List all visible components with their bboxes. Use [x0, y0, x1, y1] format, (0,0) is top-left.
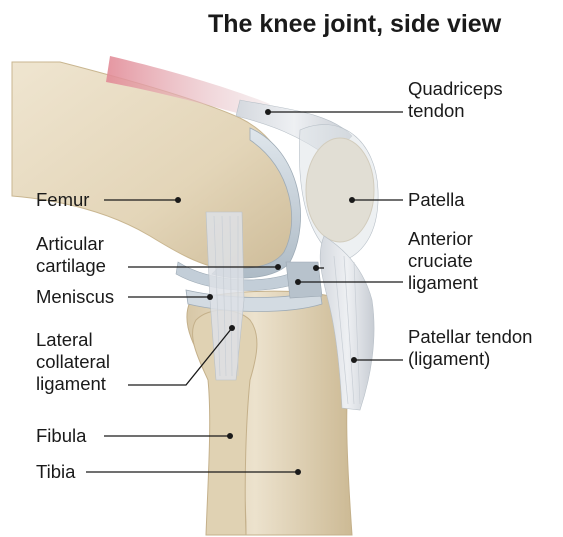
- label-tibia: Tibia: [36, 461, 75, 483]
- label-patella: Patella: [408, 189, 465, 211]
- label-femur: Femur: [36, 189, 89, 211]
- patella-tendon-cover: [299, 125, 378, 262]
- label-articular-cartilage: Articular cartilage: [36, 233, 106, 277]
- diagram-title: The knee joint, side view: [208, 10, 548, 39]
- label-lateral-collateral-ligament: Lateral collateral ligament: [36, 329, 110, 395]
- label-meniscus: Meniscus: [36, 286, 114, 308]
- label-quadriceps-tendon: Quadriceps tendon: [408, 78, 503, 122]
- label-fibula: Fibula: [36, 425, 86, 447]
- label-anterior-cruciate-ligament: Anterior cruciate ligament: [408, 228, 478, 294]
- label-patellar-tendon: Patellar tendon (ligament): [408, 326, 532, 370]
